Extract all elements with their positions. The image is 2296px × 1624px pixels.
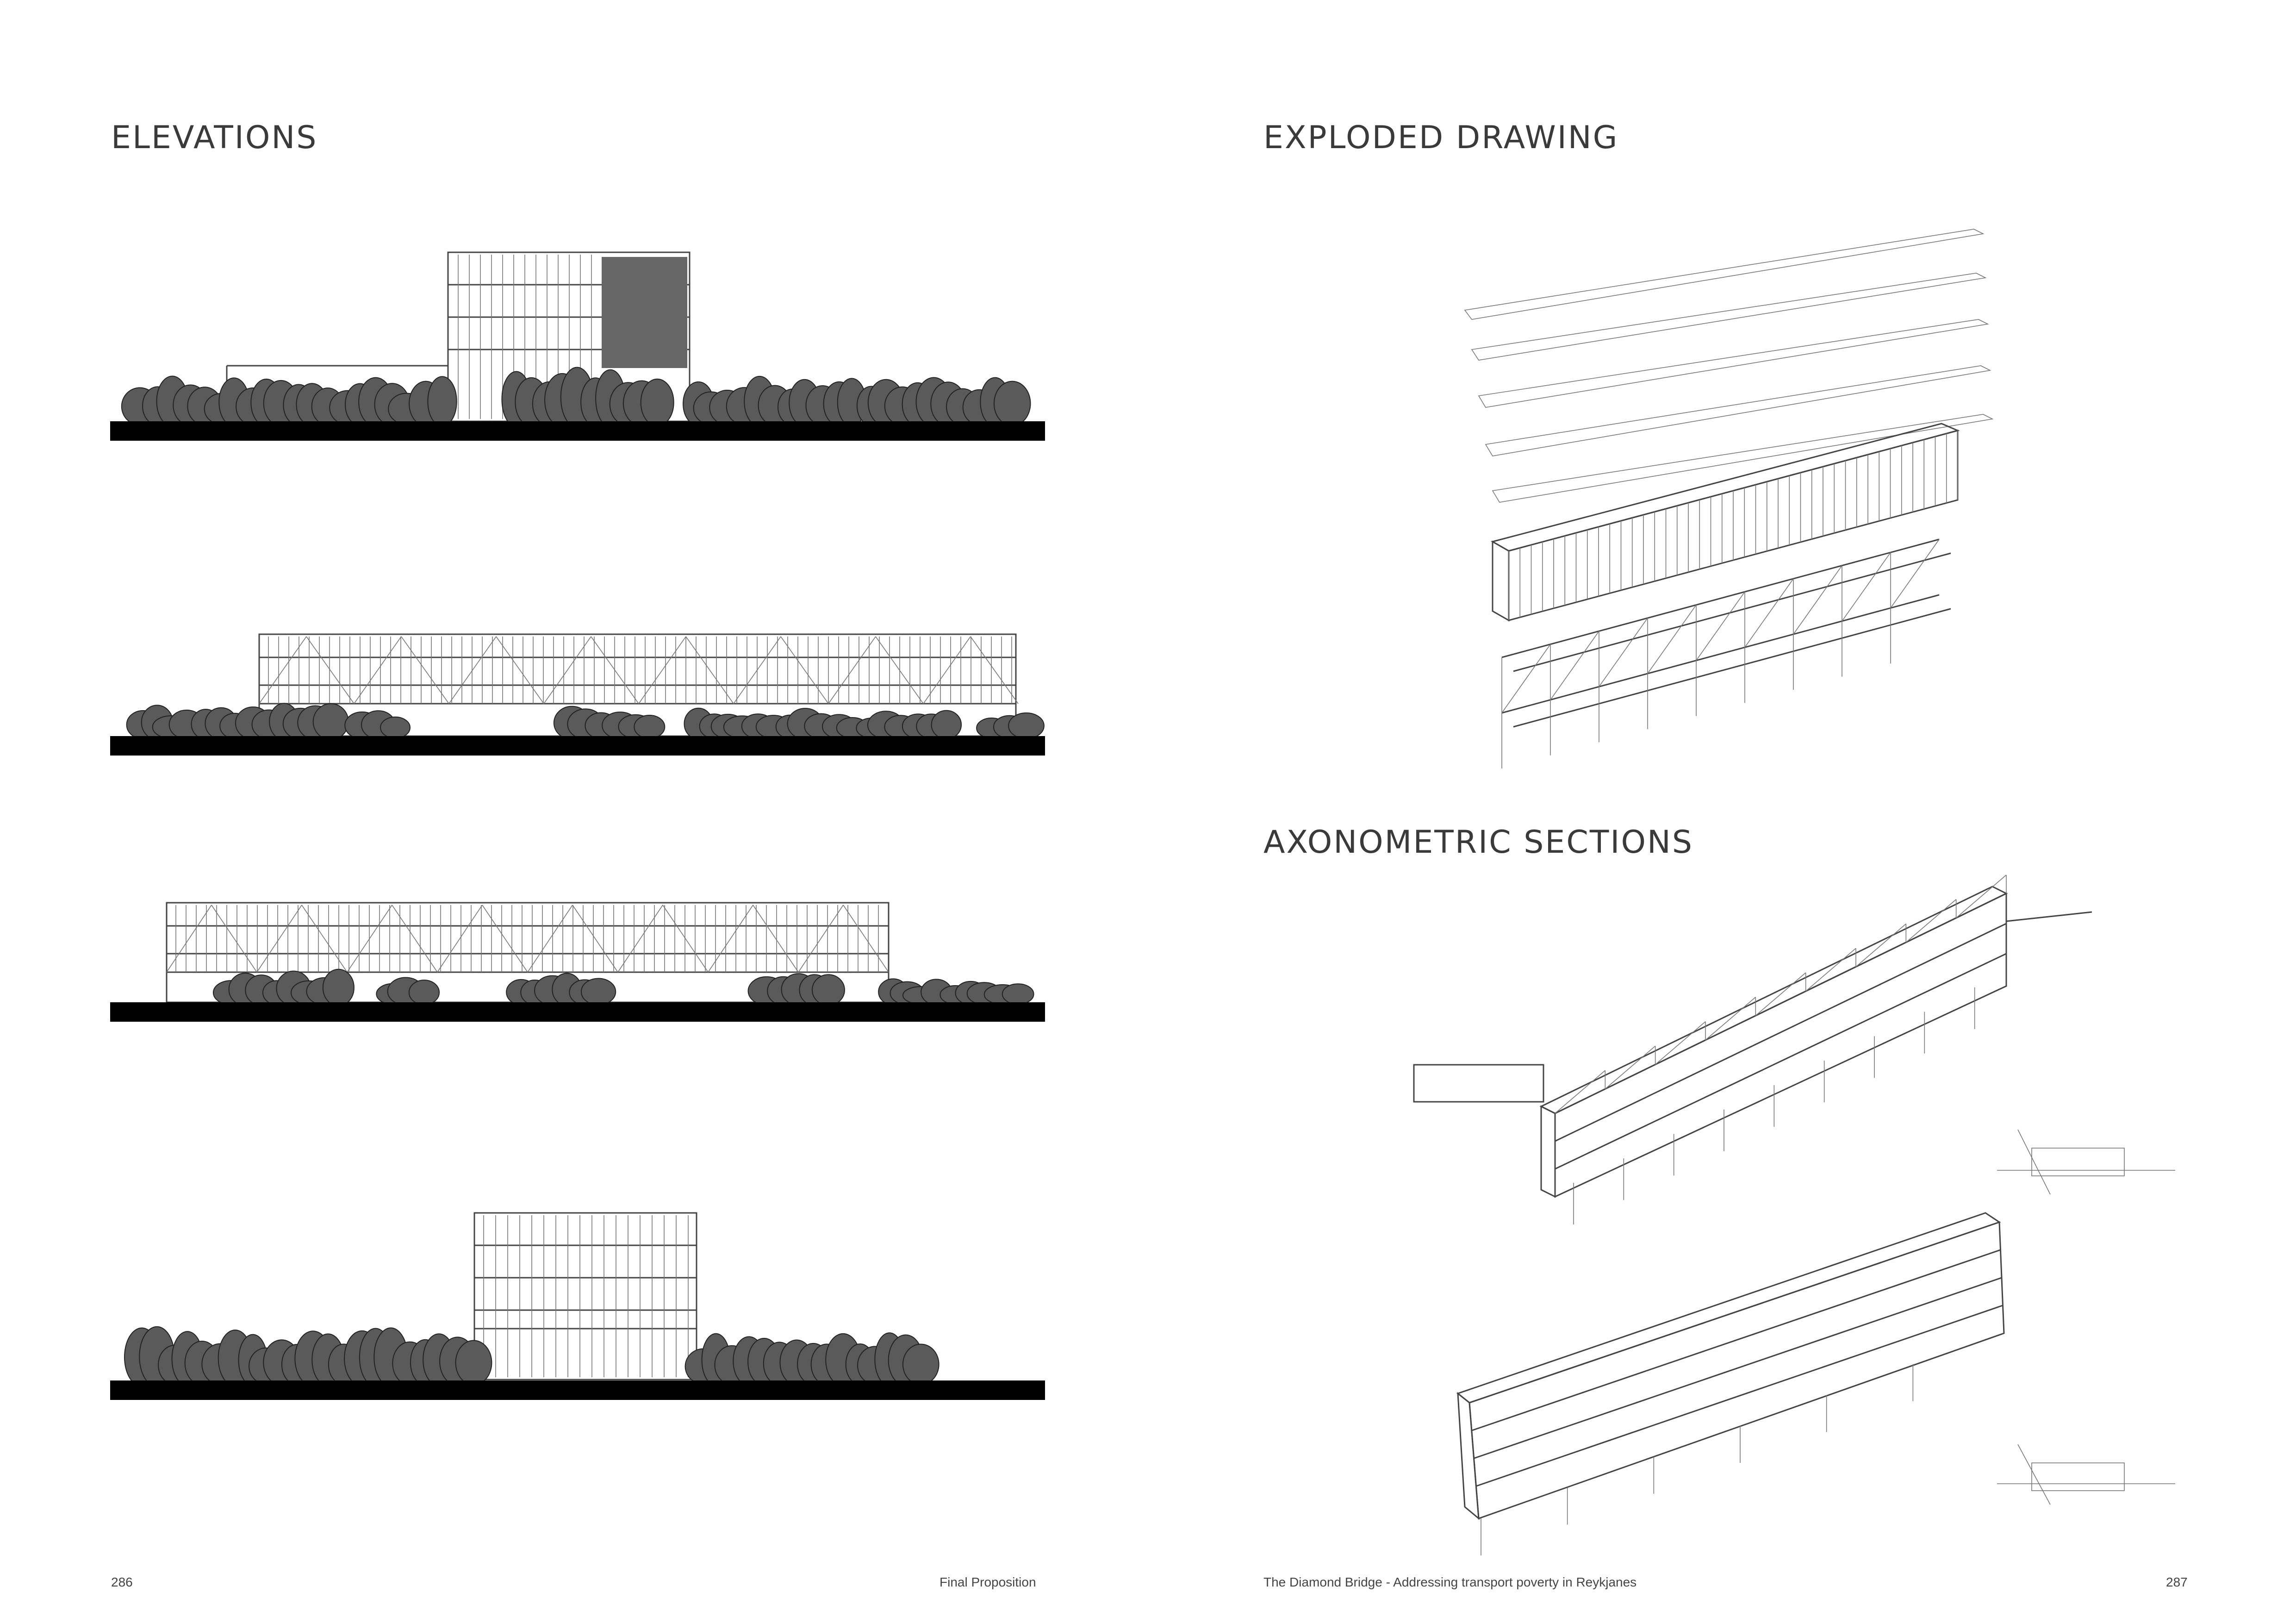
floor-slab-1 <box>1485 365 1991 456</box>
floor-slab-3 <box>1471 273 1987 361</box>
axonometric-sections-heading: AXONOMETRIC SECTIONS <box>1263 824 1693 861</box>
ground-line-2 <box>110 736 1045 756</box>
left-page-number: 286 <box>111 1575 133 1589</box>
elevation-drawing-4 <box>110 1212 1045 1400</box>
exploded-drawing-heading: EXPLODED DRAWING <box>1263 119 1619 156</box>
elevation-drawing-3 <box>110 902 1045 1022</box>
roof-slab <box>1464 229 1985 320</box>
elevation-drawing-1 <box>110 251 1045 441</box>
ground-line-1 <box>110 421 1045 441</box>
right-footer-text: The Diamond Bridge - Addressing transpor… <box>1263 1575 1637 1589</box>
floor-slab-2 <box>1478 319 1989 408</box>
right-page-number: 287 <box>2166 1575 2188 1589</box>
structural-frame <box>1501 538 1951 728</box>
elevations-heading: ELEVATIONS <box>111 119 318 156</box>
axonometric-section-2 <box>1456 1212 2175 1555</box>
left-footer-text: Final Proposition <box>940 1575 1036 1589</box>
key-plan-1 <box>1997 1129 2175 1195</box>
ground-line-3 <box>110 1002 1045 1022</box>
exploded-drawing <box>1464 229 1994 768</box>
ground-line-4 <box>110 1380 1045 1400</box>
elevation-drawing-2 <box>110 633 1045 756</box>
key-plan-2 <box>1997 1444 2175 1505</box>
axonometric-section-1 <box>1413 874 2175 1224</box>
ground-slab <box>1492 414 1994 503</box>
